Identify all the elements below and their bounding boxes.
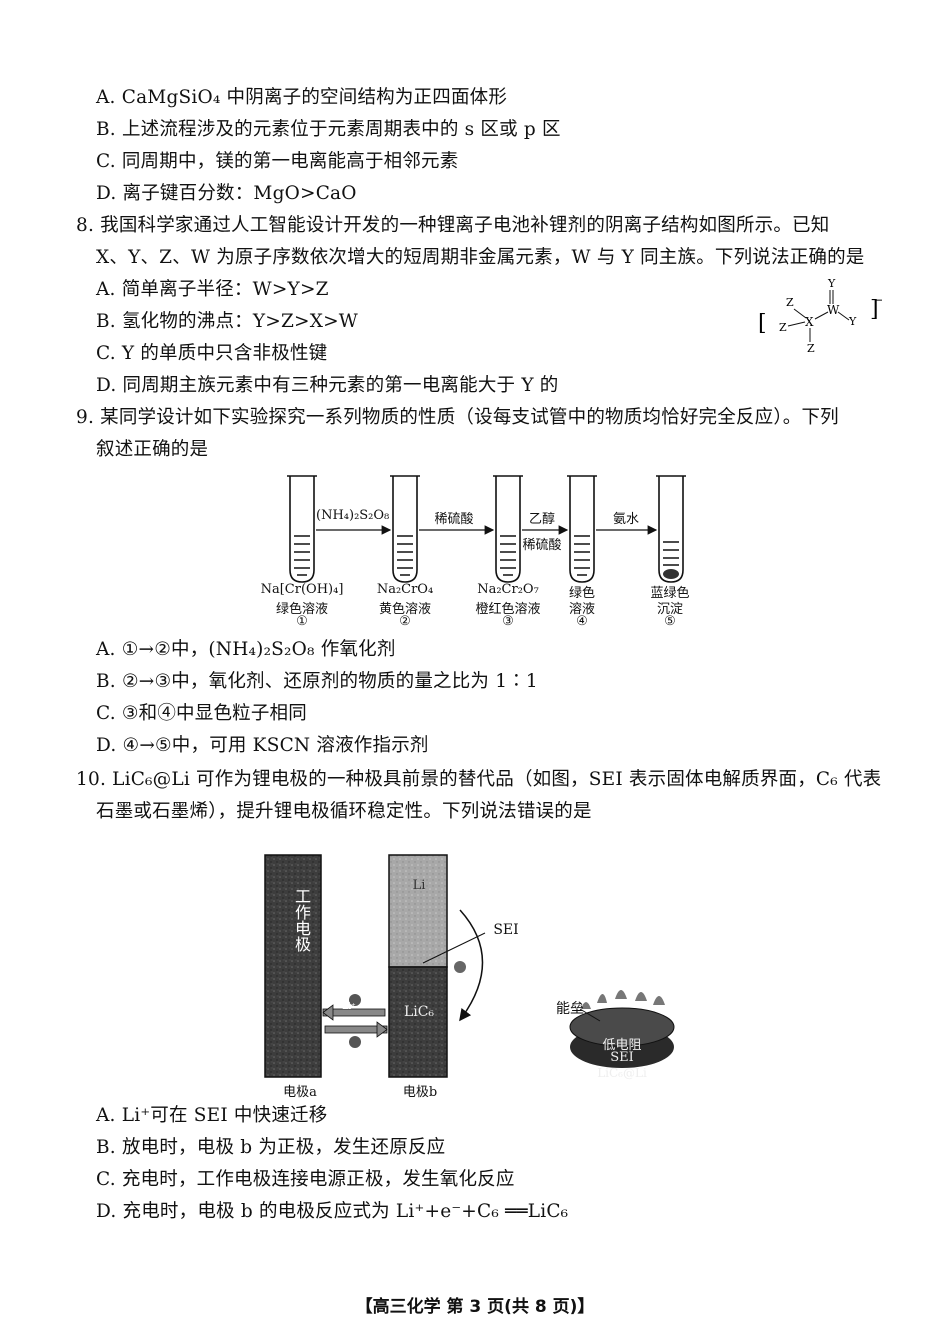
li-ion-dot-2	[349, 1036, 361, 1048]
q10-option-b: B. 放电时，电极 b 为正极，发生还原反应	[96, 1137, 446, 1158]
atom-z-top: Z	[786, 296, 794, 309]
electrode-b-label: 电极b	[402, 1085, 438, 1100]
atom-y-top: Y	[827, 277, 836, 290]
q9-option-c: C. ③和④中显色粒子相同	[96, 703, 307, 724]
q8-stem-line2: X、Y、Z、W 为原子序数依次增大的短周期非金属元素，W 与 Y 同主族。下列说…	[96, 247, 865, 268]
tube-3-formula: Na₂Cr₂O₇	[477, 582, 539, 597]
disc-sei-label: SEI	[610, 1050, 634, 1065]
q10-stem-line1: 10. LiC₆@Li 可作为锂电极的一种极具前景的替代品（如图，SEI 表示固…	[76, 769, 882, 790]
reagent-1: (NH₄)₂S₂O₈	[316, 508, 390, 523]
tube-2-formula: Na₂CrO₄	[376, 582, 434, 597]
tube-1-formula: Na[Cr(OH)₄]	[260, 582, 344, 597]
reagent-2: 稀硫酸	[434, 512, 474, 527]
tube-3-desc: 橙红色溶液	[475, 602, 541, 617]
bracket-left: [	[758, 311, 767, 336]
work-electrode-label: 工作电极	[292, 888, 311, 952]
q7-option-a: A. CaMgSiO₄ 中阴离子的空间结构为正四面体形	[96, 87, 508, 108]
tube-4-formula: 绿色	[568, 586, 595, 601]
li-layer-label: Li	[412, 878, 426, 893]
q7-option-c: C. 同周期中，镁的第一电离能高于相邻元素	[96, 151, 459, 172]
tube-5-num: ⑤	[664, 614, 676, 629]
q7-option-b: B. 上述流程涉及的元素位于元素周期表中的 s 区或 p 区	[96, 119, 561, 140]
lic6-li-disc-top	[569, 1007, 675, 1047]
q8-option-c: C. Y 的单质中只含非极性键	[96, 343, 328, 364]
low-resistance-label: 低电阻	[602, 1038, 642, 1053]
disc-lic6-li-label: LiC₆@Li	[597, 1066, 647, 1080]
q8-option-d: D. 同周期主族元素中有三种元素的第一电离能大于 Y 的	[96, 375, 559, 396]
tube-1-desc: 绿色溶液	[275, 602, 328, 617]
energy-barrier-pointer	[579, 1008, 601, 1022]
reagent-5: 氨水	[612, 512, 639, 527]
q8-stem-line1: 8. 我国科学家通过人工智能设计开发的一种锂离子电池补锂剂的阴离子结构如图所示。…	[76, 215, 830, 236]
tube-3-num: ③	[502, 614, 514, 629]
tube-5-desc: 沉淀	[656, 602, 683, 617]
q9-option-d: D. ④→⑤中，可用 KSCN 溶液作指示剂	[96, 735, 429, 756]
q10-option-a: A. Li⁺可在 SEI 中快速迁移	[96, 1105, 328, 1126]
test-tube-1	[287, 475, 317, 583]
sei-label: SEI	[493, 922, 519, 938]
reagent-4: 稀硫酸	[522, 538, 562, 553]
electrode-a-label: 电极a	[283, 1085, 317, 1100]
q10-electrode-diagram	[264, 854, 675, 1078]
li-ion-dot-1	[349, 994, 361, 1006]
q8-option-b: B. 氢化物的沸点：Y>Z>X>W	[96, 311, 359, 332]
electrode-a	[264, 854, 322, 1078]
lic6-layer-label: LiC₆	[403, 1004, 435, 1020]
q10-option-c: C. 充电时，工作电极连接电源正极，发生氧化反应	[96, 1169, 515, 1190]
energy-barrier-flames	[581, 990, 665, 1009]
sei-pointer	[422, 932, 486, 964]
q8-option-a: A. 简单离子半径：W>Y>Z	[96, 279, 329, 300]
q9-stem-line2: 叙述正确的是	[96, 439, 209, 460]
q9-option-b: B. ②→③中，氧化剂、还原剂的物质的量之比为 1∶1	[96, 671, 538, 692]
bracket-right: ]	[870, 297, 879, 322]
li-ion-label-1: Li⁺	[342, 1002, 356, 1012]
tube-4-num: ④	[576, 614, 588, 629]
li-ion-dot-3	[454, 961, 466, 973]
q7-option-d: D. 离子键百分数：MgO>CaO	[96, 183, 357, 204]
test-tube-3	[493, 475, 523, 583]
test-tube-4	[567, 475, 597, 583]
test-tube-2	[390, 475, 420, 583]
atom-z-left: Z	[779, 321, 787, 334]
electrode-b-li-layer	[388, 854, 448, 968]
energy-barrier-label: 能垒	[556, 1001, 584, 1017]
electrode-b-lic6-layer	[388, 966, 448, 1078]
page-footer: 【高三化学 第 3 页(共 8 页)】	[355, 1297, 595, 1317]
atom-x: X	[805, 315, 814, 329]
reagent-3: 乙醇	[528, 512, 555, 527]
atom-z-bottom: Z	[807, 342, 815, 355]
tube-2-num: ②	[399, 614, 411, 629]
q9-option-a: A. ①→②中，(NH₄)₂S₂O₈ 作氧化剂	[96, 639, 396, 660]
atom-w: W	[827, 303, 840, 317]
sei-curved-arrow	[459, 909, 484, 1022]
tube-5-formula: 蓝绿色	[650, 586, 690, 601]
q9-stem-line1: 9. 某同学设计如下实验探究一系列物质的性质（设每支试管中的物质均恰好完全反应）…	[76, 407, 839, 428]
q10-option-d: D. 充电时，电极 b 的电极反应式为 Li⁺+e⁻+C₆ ══LiC₆	[96, 1201, 569, 1222]
q8-anion-structure: [ ] − Z Z X Z W Y Y	[758, 277, 882, 355]
tube-2-desc: 黄色溶液	[378, 602, 431, 617]
tube-4-desc: 溶液	[568, 602, 595, 617]
anion-charge: −	[875, 293, 882, 307]
atom-y-right: Y	[848, 315, 857, 328]
tube-1-num: ①	[296, 614, 308, 629]
test-tube-5	[656, 475, 686, 583]
q10-stem-line2: 石墨或石墨烯），提升锂电极循环稳定性。下列说法错误的是	[96, 801, 592, 822]
q9-test-tube-diagram	[287, 475, 686, 583]
